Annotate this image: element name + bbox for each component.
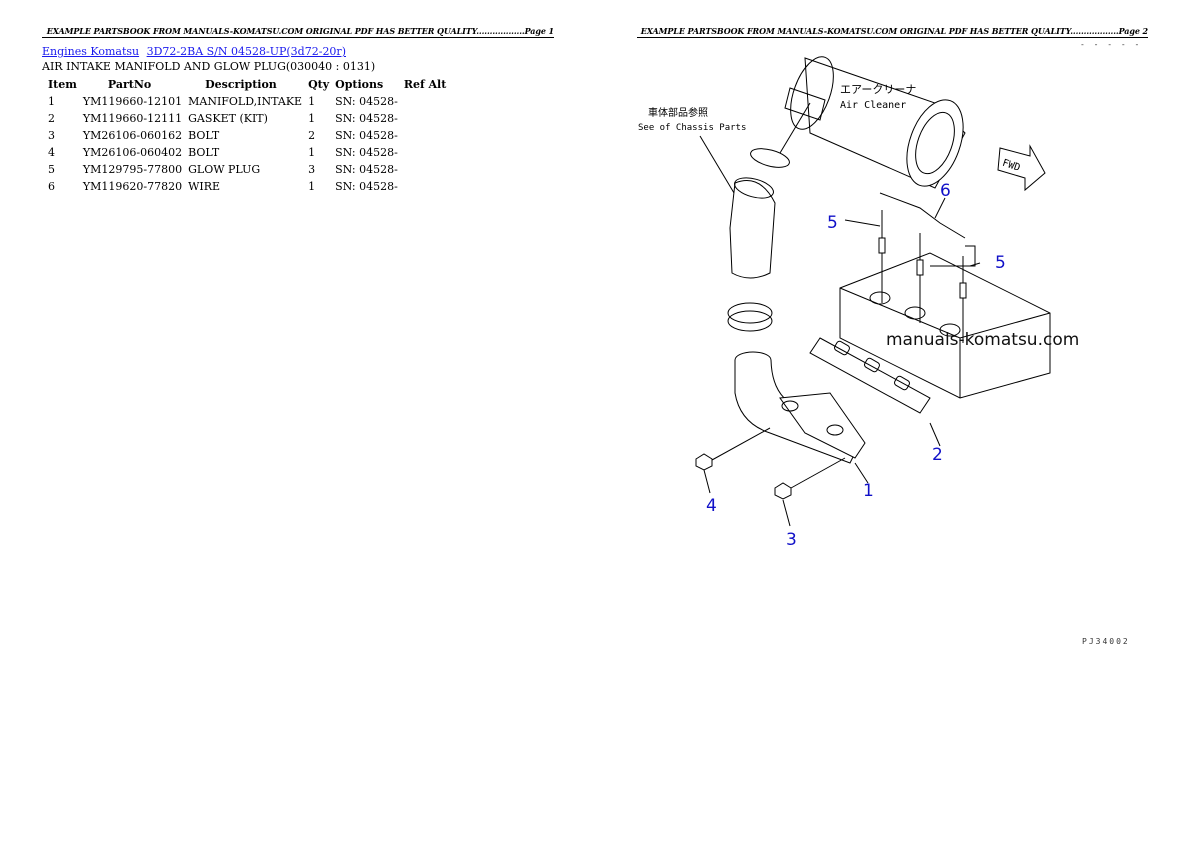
air-cleaner-en-label: Air Cleaner	[840, 100, 906, 111]
manifold-gasket	[809, 337, 931, 414]
callout-5b: 5	[995, 253, 1006, 273]
cell-refalt	[401, 161, 450, 178]
cell-options: SN: 04528-	[335, 112, 398, 125]
cell-refalt	[401, 127, 450, 144]
cell-qty: 3	[308, 163, 316, 176]
table-row: 2 YM119660-12111 GASKET (KIT) 1 SN: 04528-	[42, 110, 449, 127]
cell-options: SN: 04528-	[335, 180, 398, 193]
hose-clamp-lower	[727, 302, 773, 332]
cell-options: SN: 04528-	[335, 163, 398, 176]
fwd-arrow-icon: FWD	[997, 144, 1046, 192]
cell-options: SN: 04528-	[335, 129, 398, 142]
cell-partno: YM119620-77820	[82, 180, 183, 193]
hose-clamp-upper	[750, 148, 790, 168]
cell-options: SN: 04528-	[335, 95, 398, 108]
table-row: 3 YM26106-060162 BOLT 2 SN: 04528-	[42, 127, 449, 144]
fwd-label: FWD	[1001, 158, 1022, 174]
cell-qty: 1	[308, 112, 316, 125]
header-item: Item	[48, 78, 77, 91]
cell-refalt	[401, 110, 450, 127]
header-options: Options	[335, 78, 384, 91]
cell-item: 6	[48, 180, 55, 193]
glow-plugs	[878, 210, 967, 343]
callout-3: 3	[786, 530, 797, 550]
cell-qty: 2	[308, 129, 316, 142]
glow-plug-wire	[879, 192, 966, 239]
chassis-jp-label: 車体部品参照	[648, 106, 708, 119]
intake-hose	[729, 177, 776, 279]
callout-4: 4	[706, 496, 717, 516]
callout-6: 6	[940, 181, 951, 201]
cell-refalt	[401, 178, 450, 195]
cell-description: BOLT	[188, 146, 220, 159]
air-cleaner-illustration: エアークリーナ Air Cleaner	[784, 56, 966, 189]
cell-description: WIRE	[188, 180, 221, 193]
header-partno: PartNo	[107, 78, 152, 91]
chassis-en-label: See of Chassis Parts	[638, 123, 746, 133]
drawing-top-code: - - - - -	[1080, 40, 1142, 49]
cell-partno: YM26106-060162	[82, 129, 183, 142]
cell-item: 5	[48, 163, 55, 176]
table-row: 1 YM119660-12101 MANIFOLD,INTAKE 1 SN: 04528…	[42, 93, 449, 110]
cell-refalt	[401, 93, 450, 110]
cell-options: SN: 04528-	[335, 146, 398, 159]
cell-qty: 1	[308, 146, 316, 159]
parts-diagram: エアークリーナ Air Cleaner FWD 車体部品参照 See of Ch…	[638, 56, 1079, 550]
cell-item: 4	[48, 146, 55, 159]
callout-2: 2	[932, 445, 943, 465]
table-row: 4 YM26106-060402 BOLT 1 SN: 04528-	[42, 144, 449, 161]
intake-manifold	[734, 351, 866, 464]
cell-partno: YM26106-060402	[82, 146, 183, 159]
cell-refalt	[401, 144, 450, 161]
cell-description: MANIFOLD,INTAKE	[188, 95, 303, 108]
cell-partno: YM119660-12101	[82, 95, 183, 108]
air-cleaner-jp-label: エアークリーナ	[840, 83, 916, 96]
breadcrumb-link-model[interactable]: 3D72-2BA S/N 04528-UP(3d72-20r)	[146, 45, 346, 58]
callout-5a: 5	[827, 213, 838, 233]
page-header-2: EXAMPLE PARTSBOOK FROM MANUALS-KOMATSU.C…	[637, 26, 1148, 38]
header-description: Description	[205, 78, 277, 91]
cell-description: BOLT	[188, 129, 220, 142]
header-refalt: Ref Alt	[403, 78, 447, 91]
bolts	[695, 427, 846, 500]
breadcrumb-link-engines[interactable]: Engines Komatsu	[42, 45, 140, 58]
page-subtitle: AIR INTAKE MANIFOLD AND GLOW PLUG(030040…	[42, 60, 376, 73]
page-header-1: EXAMPLE PARTSBOOK FROM MANUALS-KOMATSU.C…	[42, 26, 554, 38]
table-header-row: Item PartNo Description Qty Options Ref …	[42, 76, 449, 93]
cell-item: 2	[48, 112, 55, 125]
chassis-leader-line	[699, 135, 741, 204]
cell-qty: 1	[308, 95, 316, 108]
callout-1: 1	[863, 481, 874, 501]
callout-leaders	[703, 197, 981, 527]
parts-table: Item PartNo Description Qty Options Ref …	[42, 76, 449, 195]
watermark: manuals-komatsu.com	[886, 330, 1079, 350]
cell-partno: YM119660-12111	[82, 112, 183, 125]
cell-description: GASKET (KIT)	[188, 112, 268, 125]
cell-qty: 1	[308, 180, 316, 193]
drawing-code: PJ34002	[1082, 637, 1130, 646]
breadcrumb: Engines Komatsu 3D72-2BA S/N 04528-UP(3d…	[42, 45, 350, 58]
cell-description: GLOW PLUG	[188, 163, 261, 176]
table-row: 6 YM119620-77820 WIRE 1 SN: 04528-	[42, 178, 449, 195]
cell-item: 3	[48, 129, 55, 142]
table-row: 5 YM129795-77800 GLOW PLUG 3 SN: 04528-	[42, 161, 449, 178]
header-qty: Qty	[308, 78, 330, 91]
cell-item: 1	[48, 95, 55, 108]
cylinder-head	[839, 252, 1051, 399]
cell-partno: YM129795-77800	[82, 163, 183, 176]
